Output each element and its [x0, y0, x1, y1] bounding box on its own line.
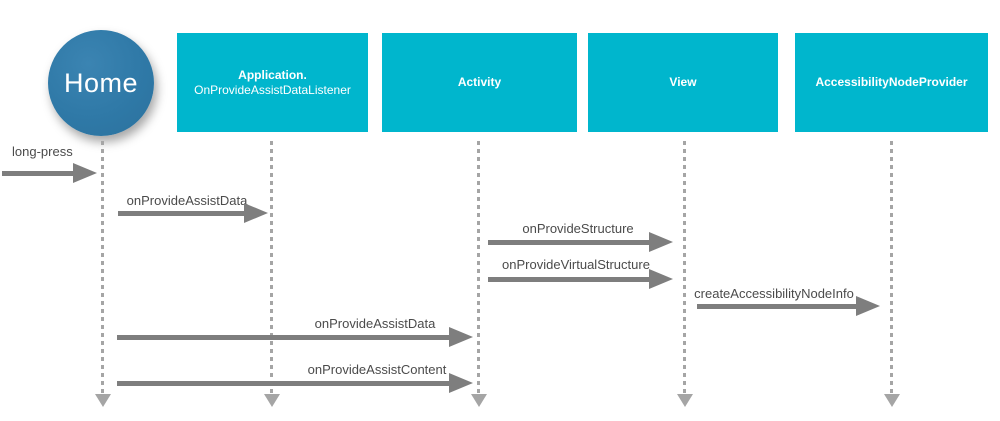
- actor-application-title: Application.: [238, 67, 307, 82]
- actor-home: Home: [48, 30, 154, 136]
- message-line-long-press: [2, 171, 73, 176]
- message-arrowhead-onprovidevirtualstructure-icon: [649, 269, 673, 289]
- lifeline-view: [677, 141, 693, 407]
- actor-view-title: View: [669, 75, 697, 89]
- message-arrowhead-onprovideassistdata-1-icon: [244, 203, 268, 223]
- message-arrowhead-onprovidestructure-icon: [649, 232, 673, 252]
- message-line-onprovideassistcontent: [117, 381, 449, 386]
- lifeline-application-arrow-down-icon: [264, 394, 280, 407]
- message-line-onprovideassistdata-2: [117, 335, 449, 340]
- lifeline-activity: [471, 141, 487, 407]
- lifeline-home: [95, 141, 111, 407]
- actor-application-subtitle: OnProvideAssistDataListener: [194, 82, 351, 97]
- lifeline-view-arrow-down-icon: [677, 394, 693, 407]
- message-label-createaccessibilitynodeinfo: createAccessibilityNodeInfo: [694, 286, 854, 301]
- message-label-onprovideassistdata-1: onProvideAssistData: [126, 193, 248, 208]
- message-label-onprovideassistcontent: onProvideAssistContent: [307, 362, 447, 377]
- message-label-onprovideassistdata-2: onProvideAssistData: [314, 316, 436, 331]
- message-line-onprovidestructure: [488, 240, 649, 245]
- message-arrowhead-onprovideassistcontent-icon: [449, 373, 473, 393]
- message-arrowhead-createaccessibilitynodeinfo-icon: [856, 296, 880, 316]
- lifeline-home-arrow-down-icon: [95, 394, 111, 407]
- lifeline-application: [264, 141, 280, 407]
- actor-activity-title: Activity: [457, 75, 502, 89]
- actor-view: View: [588, 33, 778, 132]
- message-line-onprovidevirtualstructure: [488, 277, 649, 282]
- lifeline-activity-arrow-down-icon: [471, 394, 487, 407]
- message-line-onprovideassistdata-1: [118, 211, 244, 216]
- actor-accessibility-node-provider-title: AccessibilityNodeProvider: [815, 75, 968, 89]
- actor-home-label: Home: [63, 67, 139, 98]
- actor-activity: Activity: [382, 33, 577, 132]
- lifeline-anp-arrow-down-icon: [884, 394, 900, 407]
- message-line-createaccessibilitynodeinfo: [697, 304, 856, 309]
- message-label-long-press: long-press: [12, 144, 73, 159]
- message-label-onprovidevirtualstructure: onProvideVirtualStructure: [502, 257, 650, 272]
- message-label-onprovidestructure: onProvideStructure: [522, 221, 634, 236]
- message-arrowhead-long-press-icon: [73, 163, 97, 183]
- message-arrowhead-onprovideassistdata-2-icon: [449, 327, 473, 347]
- actor-accessibility-node-provider: AccessibilityNodeProvider: [795, 33, 988, 132]
- actor-application: Application. OnProvideAssistDataListener: [177, 33, 368, 132]
- lifeline-accessibility-node-provider: [884, 141, 900, 407]
